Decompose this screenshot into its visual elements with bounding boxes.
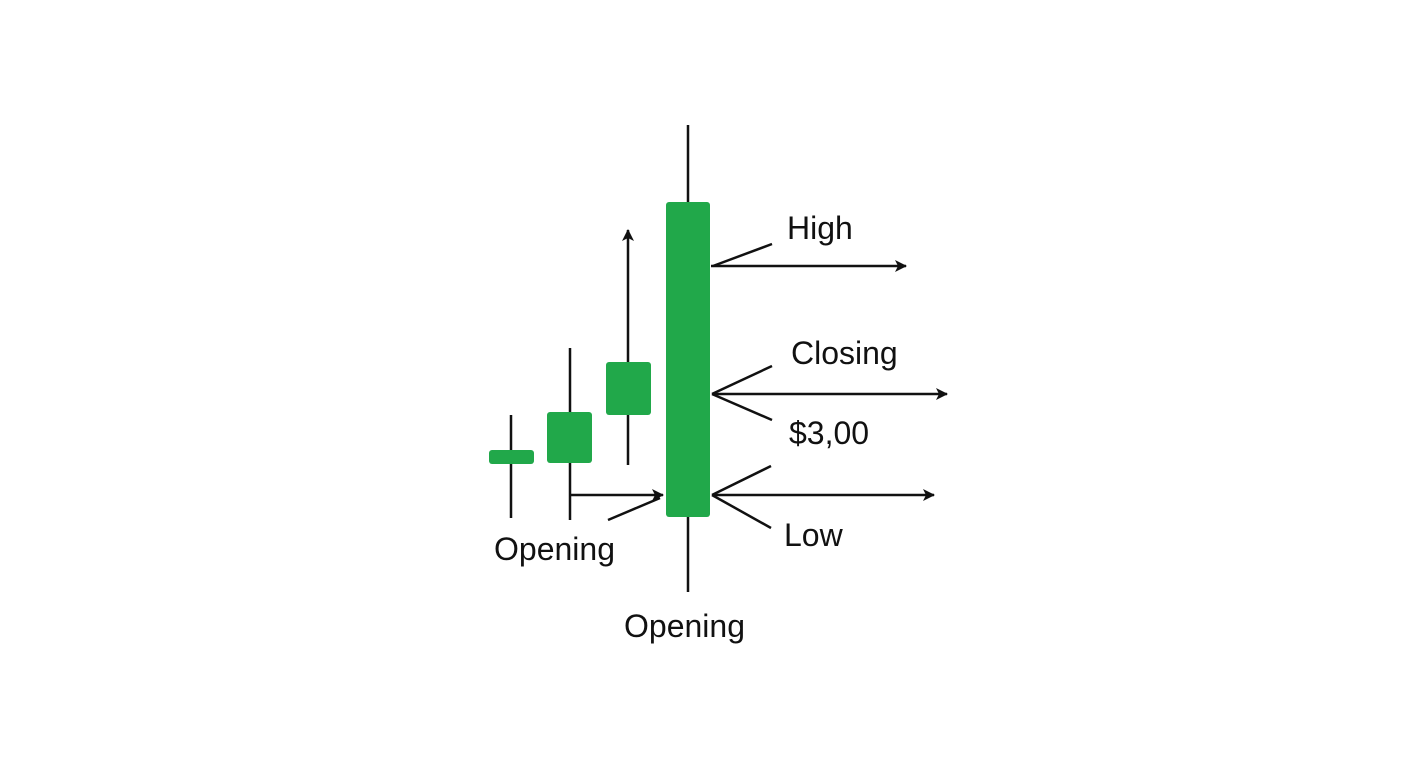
closing-pointer-upper	[711, 364, 773, 396]
opening-small-label: Opening	[494, 531, 615, 567]
main-candle-body	[666, 202, 710, 517]
closing-pointer-lower	[711, 392, 773, 422]
closing-price-label: $3,00	[789, 415, 869, 451]
low-pointer-upper	[711, 464, 772, 497]
high-label: High	[787, 210, 853, 246]
opening-pointer-line	[607, 496, 661, 522]
high-pointer-line	[712, 242, 773, 268]
candle-2-body	[547, 412, 592, 463]
opening-main-label: Opening	[624, 608, 745, 644]
low-label: Low	[784, 517, 844, 553]
candle-1-body	[489, 450, 534, 464]
low-pointer-lower	[711, 493, 772, 530]
candle-3-body	[606, 362, 651, 415]
closing-label: Closing	[791, 335, 898, 371]
